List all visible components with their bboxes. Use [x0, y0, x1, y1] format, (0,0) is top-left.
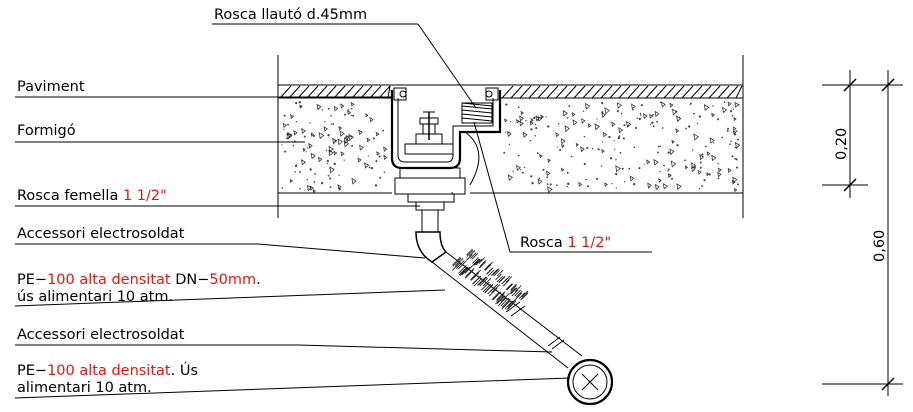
label-rosca-femella: Rosca femella 1 1/2" — [17, 188, 167, 204]
riser-assembly — [394, 131, 480, 263]
label-formigo: Formigó — [17, 123, 76, 139]
leader-lines — [14, 23, 652, 399]
label-paviment: Paviment — [17, 79, 85, 95]
label-rosca-llauto: Rosca llautó d.45mm — [214, 7, 367, 23]
label-accessori-1: Accessori electrosoldat — [17, 226, 185, 242]
label-rosca-right: Rosca 1 1/2" — [520, 235, 611, 251]
dimension-total: 0,60 — [872, 230, 888, 262]
main-pipe-section — [566, 358, 614, 406]
diagonal-pipe — [431, 248, 583, 369]
concrete-aggregate — [281, 101, 741, 194]
label-pe-top-line1: PE−100 alta densitat DN−50mm. — [17, 272, 261, 288]
label-pe-bot-line1: PE−100 alta densitat. Ús — [17, 361, 198, 379]
brass-thread — [461, 102, 493, 124]
concrete-slab — [277, 55, 744, 218]
dimension-lines — [822, 70, 903, 396]
pipe-wrap — [452, 248, 529, 311]
dimension-upper: 0,20 — [834, 128, 850, 160]
pavement-hatch — [279, 85, 743, 99]
label-pe-bot-line2: alimentari 10 atm. — [17, 380, 152, 396]
label-accessori-2: Accessori electrosoldat — [17, 327, 185, 343]
label-pe-top-line2: ús alimentari 10 atm. — [17, 289, 173, 305]
inner-valve — [404, 111, 454, 155]
